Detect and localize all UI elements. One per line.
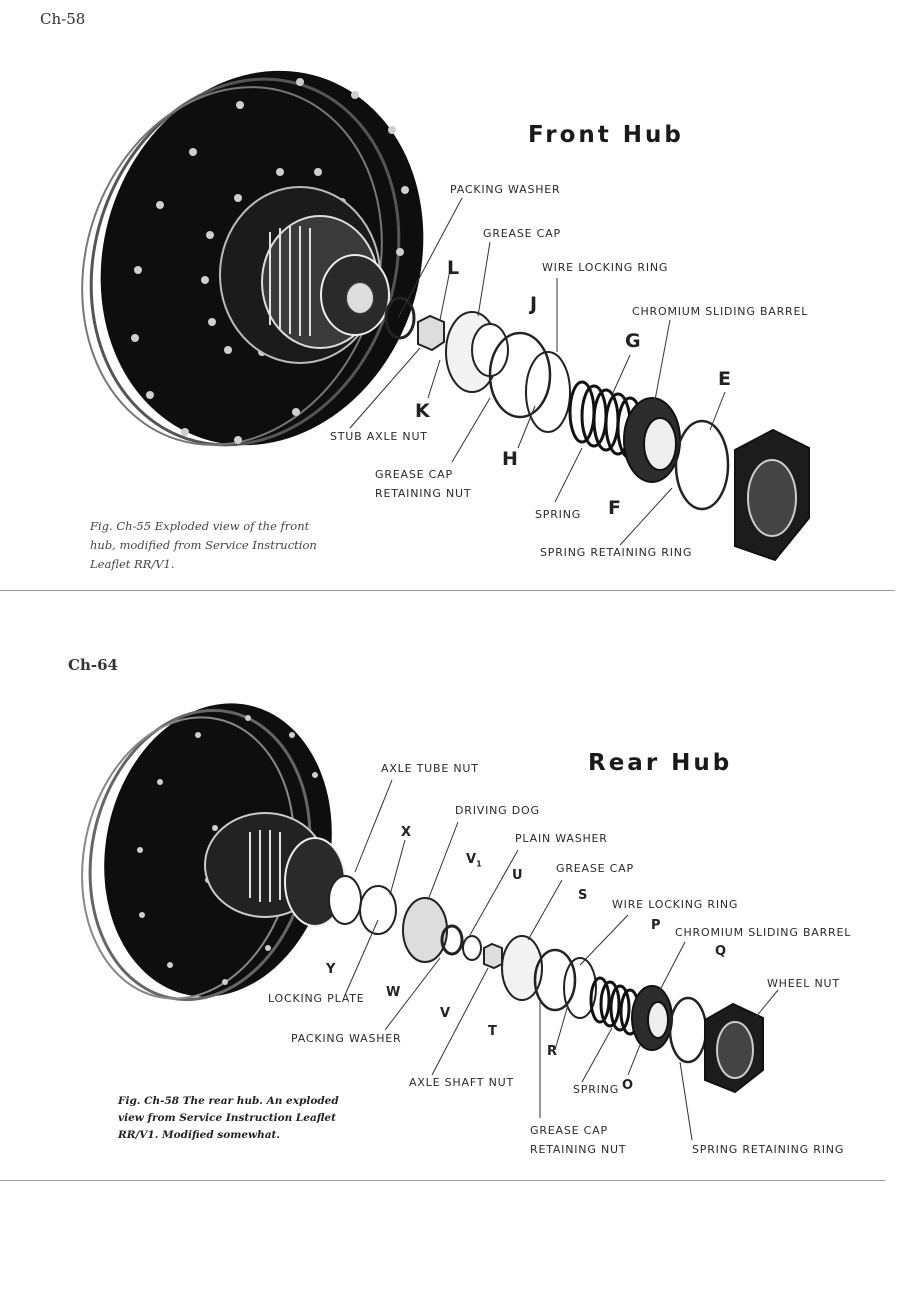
label-spring-rear: SPRING (573, 1083, 620, 1096)
part-letter-q: Q (715, 944, 727, 959)
part-letter-e: E (718, 368, 731, 390)
part-letter-j: J (530, 293, 538, 315)
label-axle-tube-nut: AXLE TUBE NUT (381, 762, 479, 775)
front-hub-title: Front Hub (528, 122, 684, 148)
label-packing-washer-rear: PACKING WASHER (291, 1032, 402, 1045)
part-letter-u: U (512, 868, 523, 883)
label-chromium-sliding-barrel: CHROMIUM SLIDING BARREL (632, 305, 809, 318)
label-spring: SPRING (535, 508, 582, 521)
label-wire-locking-ring: WIRE LOCKING RING (542, 261, 669, 274)
label-spring-retaining-ring: SPRING RETAINING RING (540, 546, 693, 559)
part-letter-g: G (625, 330, 641, 352)
part-letter-k: K (415, 400, 430, 422)
part-letter-w: W (386, 985, 401, 1000)
front-figure-caption: Fig. Ch-55 Exploded view of the front hu… (90, 517, 317, 574)
part-letter-v1-main: V (466, 852, 477, 867)
label-grease-cap-retaining-nut-rear-line1: GREASE CAP (530, 1124, 608, 1137)
part-letter-o: O (622, 1078, 634, 1093)
label-grease-cap-retaining-nut-line1: GREASE CAP (375, 468, 453, 481)
part-letter-p: P (651, 918, 661, 933)
label-spring-retaining-ring-rear: SPRING RETAINING RING (692, 1143, 845, 1156)
page-label-front: Ch-58 (40, 10, 86, 28)
part-letter-f: F (608, 497, 621, 519)
part-letter-h: H (502, 448, 518, 470)
label-grease-cap-retaining-nut-rear-line2: RETAINING NUT (530, 1143, 627, 1156)
front-hub-drawing (81, 70, 810, 562)
part-letter-s: S (578, 888, 588, 903)
part-letter-v1: V1 (466, 852, 482, 869)
caption-line: RR/V1. Modified somewhat. (118, 1129, 281, 1141)
part-letter-r: R (547, 1044, 558, 1059)
label-wheel-nut: WHEEL NUT (767, 977, 840, 990)
label-plain-washer: PLAIN WASHER (515, 832, 608, 845)
part-letter-y: Y (326, 962, 336, 977)
label-locking-plate: LOCKING PLATE (268, 992, 365, 1005)
label-axle-shaft-nut: AXLE SHAFT NUT (409, 1076, 514, 1089)
rear-hub-drawing (81, 703, 779, 1141)
label-packing-washer: PACKING WASHER (450, 183, 561, 196)
caption-line: Leaflet RR/V1. (90, 557, 175, 571)
divider-front (0, 590, 895, 591)
caption-line: Fig. Ch-58 The rear hub. An exploded (118, 1095, 339, 1107)
divider-rear (0, 1180, 885, 1181)
label-grease-cap: GREASE CAP (483, 227, 561, 240)
caption-line: hub, modified from Service Instruction (90, 538, 317, 552)
label-wire-locking-ring-rear: WIRE LOCKING RING (612, 898, 739, 911)
rear-hub-title: Rear Hub (588, 750, 733, 776)
label-stub-axle-nut: STUB AXLE NUT (330, 430, 428, 443)
page-label-rear: Ch-64 (68, 656, 118, 674)
caption-line: view from Service Instruction Leaflet (118, 1112, 336, 1124)
part-letter-l: L (447, 257, 460, 279)
label-driving-dog: DRIVING DOG (455, 804, 540, 817)
caption-line: Fig. Ch-55 Exploded view of the front (90, 519, 310, 533)
rear-figure-caption: Fig. Ch-58 The rear hub. An exploded vie… (118, 1093, 339, 1144)
part-letter-v1-subscript: 1 (476, 859, 482, 869)
part-letter-t: T (488, 1024, 497, 1039)
part-letter-v: V (440, 1006, 451, 1021)
label-grease-cap-rear: GREASE CAP (556, 862, 634, 875)
label-grease-cap-retaining-nut-line2: RETAINING NUT (375, 487, 472, 500)
part-letter-x: X (401, 825, 412, 840)
label-chromium-sliding-barrel-rear: CHROMIUM SLIDING BARREL (675, 926, 852, 939)
